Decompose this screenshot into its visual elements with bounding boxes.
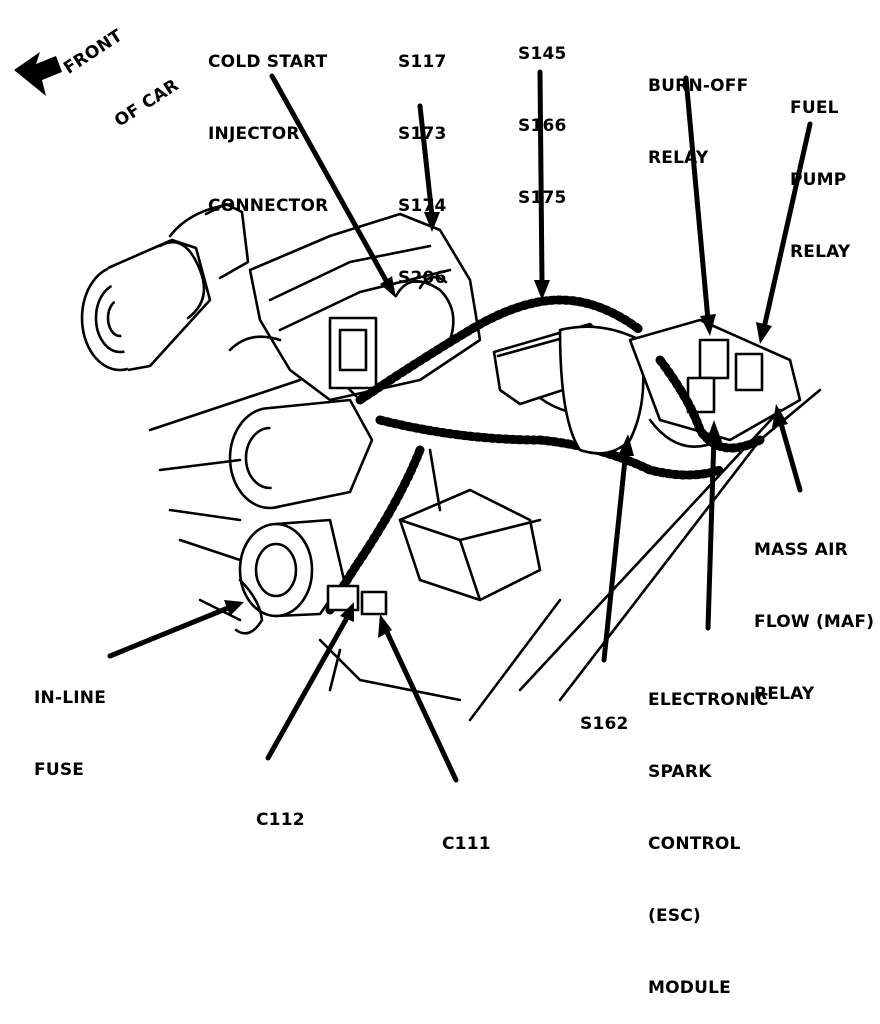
splice-a-3: S174: [398, 196, 447, 216]
cold-start-line-1: COLD START: [208, 52, 328, 72]
splice-a-2: S173: [398, 124, 447, 144]
leader-s162: [601, 447, 629, 663]
label-splices-a: S117 S173 S174 S206: [398, 2, 447, 314]
s162-text: S162: [580, 714, 629, 734]
label-cold-start-injector-connector: COLD START INJECTOR CONNECTOR: [208, 2, 328, 242]
maf-line-1: MASS AIR: [754, 540, 848, 560]
label-esc-module: ELECTRONIC SPARK CONTROL (ESC) MODULE: [648, 640, 769, 1024]
label-splices-b: S145 S166 S175: [518, 0, 567, 234]
relay-cluster: [628, 318, 802, 453]
c112-text: C112: [256, 810, 305, 830]
intake-plenum: [248, 212, 482, 402]
splice-a-4: S206: [398, 268, 447, 288]
leader-fuel-pump: [761, 121, 813, 331]
maf-line-2: FLOW (MAF): [754, 612, 875, 632]
leader-c111: [383, 627, 459, 783]
wiring-harness-lower: [375, 415, 725, 480]
fuel-pump-line-3: RELAY: [790, 242, 851, 262]
cold-start-line-3: CONNECTOR: [208, 196, 329, 216]
leader-lines: [107, 69, 813, 783]
wiring-harness-upper: [355, 295, 645, 405]
burn-off-line-2: RELAY: [648, 148, 709, 168]
label-c111: C111: [442, 784, 491, 880]
maf-line-3: RELAY: [754, 684, 815, 704]
label-fuel-pump-relay: FUEL PUMP RELAY: [790, 48, 850, 288]
leader-esc: [705, 433, 717, 631]
cold-start-line-2: INJECTOR: [208, 124, 300, 144]
label-s162: S162: [580, 664, 629, 760]
engine-compartment-diagram: [14, 52, 822, 783]
engine-illustration: [80, 202, 822, 722]
label-c112: C112: [256, 760, 305, 856]
maf-sensor-housing: [492, 322, 645, 455]
fender-edge: [558, 388, 822, 702]
leader-maf: [777, 417, 803, 493]
front-line-2: OF CAR: [111, 75, 183, 132]
in-line-fuse-line-1: IN-LINE: [34, 688, 107, 708]
splice-b-1: S145: [518, 44, 567, 64]
esc-line-1: ELECTRONIC: [648, 690, 769, 710]
esc-line-5: MODULE: [648, 978, 731, 998]
esc-line-4: (ESC): [648, 906, 701, 926]
burn-off-line-1: BURN-OFF: [648, 76, 749, 96]
fuel-pump-line-1: FUEL: [790, 98, 839, 118]
leader-in-line-fuse: [107, 605, 231, 659]
leader-burn-off: [683, 75, 711, 323]
in-line-fuse-line-2: FUSE: [34, 760, 85, 780]
label-maf-relay: MASS AIR FLOW (MAF) RELAY: [754, 490, 874, 730]
leader-cold-start: [269, 73, 391, 287]
esc-line-3: CONTROL: [648, 834, 741, 854]
leader-splices-b: [537, 69, 545, 287]
front-direction-arrow-icon: [14, 52, 62, 96]
splice-b-3: S175: [518, 188, 567, 208]
front-line-1: FRONT: [60, 25, 127, 79]
esc-line-2: SPARK: [648, 762, 712, 782]
air-intake-duct: [80, 202, 250, 372]
label-burn-off-relay: BURN-OFF RELAY: [648, 26, 748, 194]
c111-text: C111: [442, 834, 491, 854]
splice-b-2: S166: [518, 116, 567, 136]
fuel-pump-line-2: PUMP: [790, 170, 847, 190]
battery: [398, 488, 542, 602]
leader-c112: [265, 613, 351, 761]
leader-splices-a: [417, 103, 435, 219]
pulleys: [228, 398, 374, 618]
label-in-line-fuse: IN-LINE FUSE: [34, 638, 106, 806]
splice-a-1: S117: [398, 52, 447, 72]
